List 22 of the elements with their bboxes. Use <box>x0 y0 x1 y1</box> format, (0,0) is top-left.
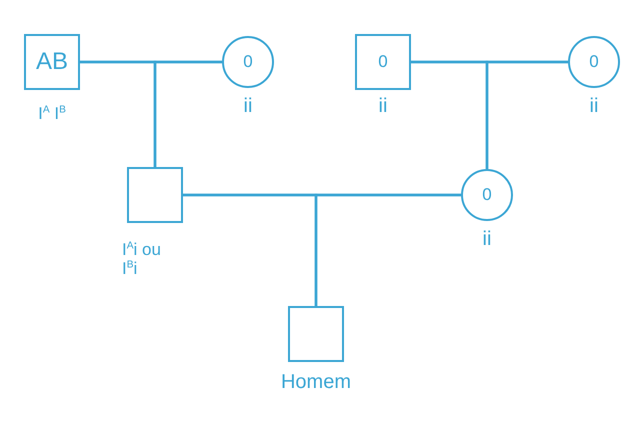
genotype-label: ii <box>482 228 492 251</box>
genotype-label: I$^{A}$ I$^{B}$ <box>38 104 66 124</box>
genotype-label: ii <box>378 95 388 118</box>
phenotype-label: 0 <box>378 52 388 72</box>
female-circle <box>461 169 513 221</box>
genotype-label: ii <box>590 95 598 118</box>
genotype-label: Homem <box>281 371 351 394</box>
phenotype-label: 0 <box>243 52 253 72</box>
pedigree-line <box>154 60 222 167</box>
genotype-label: I$^{A}$i ou I$^{B}$i <box>122 240 162 279</box>
phenotype-label: 0 <box>482 185 492 205</box>
pedigree-line <box>314 194 461 306</box>
phenotype-label: AB <box>36 48 68 76</box>
male-square <box>24 34 80 90</box>
phenotype-label: 0 <box>589 52 599 72</box>
female-circle <box>568 36 620 88</box>
male-square <box>355 34 411 90</box>
female-circle <box>222 36 274 88</box>
pedigree-line <box>486 60 568 169</box>
male-square <box>288 306 344 362</box>
genotype-label: ii <box>244 95 252 118</box>
male-square <box>127 167 183 223</box>
